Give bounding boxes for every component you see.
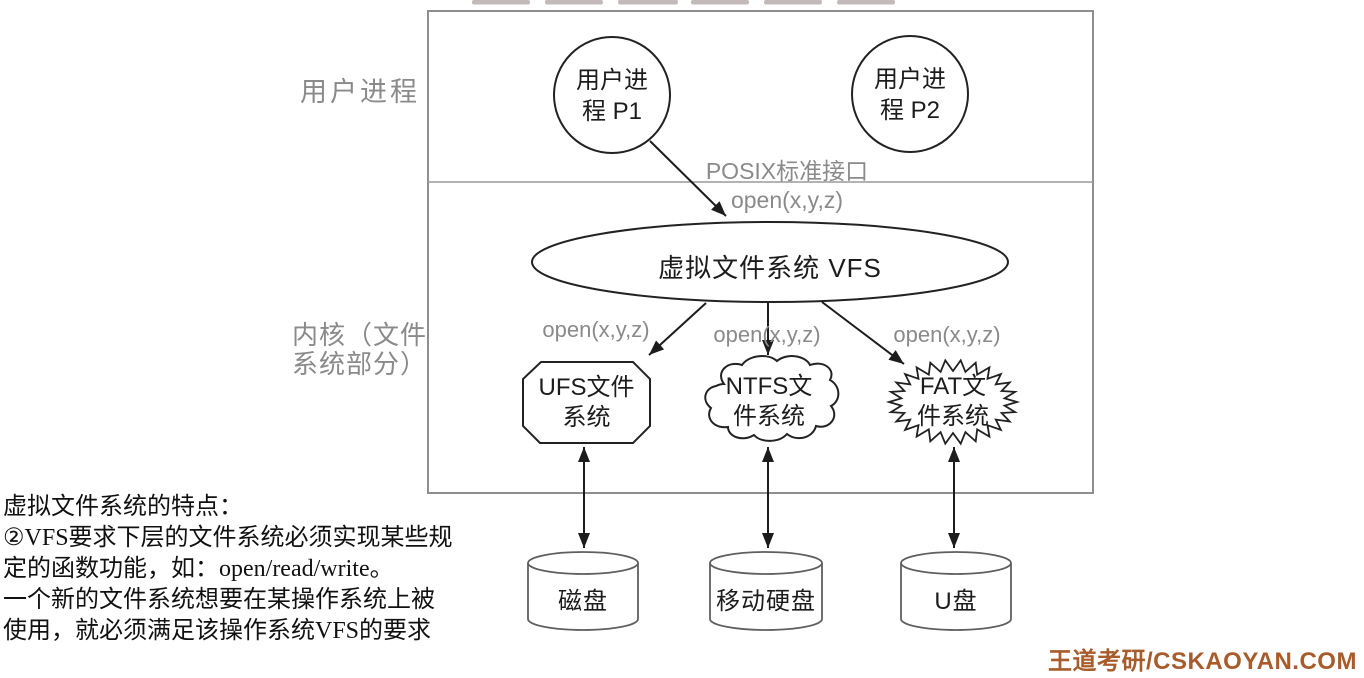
user-layer-label: 用户进程 [300, 77, 420, 107]
ntfs-filesystem-label: NTFS文 件系统 [725, 373, 813, 430]
fat-starburst-shape [885, 358, 1021, 446]
arrow-vfs-to-ufs [648, 302, 707, 356]
open-call-middle-label: open(x,y,z) [713, 322, 821, 347]
watermark-text: 王道考研/CSKAOYAN.COM [1048, 648, 1357, 675]
arrow-p1-to-vfs [649, 140, 727, 217]
kernel-layer-label: 内核（文件 系统部分） [292, 320, 428, 379]
usb-cylinder [900, 551, 1012, 631]
process-p2-circle [851, 35, 969, 153]
posix-interface-label: POSIX标准接口 [705, 158, 869, 184]
open-call-left-label: open(x,y,z) [542, 317, 650, 342]
ufs-filesystem-label: UFS文件 系统 [538, 374, 635, 431]
process-p2-label: 用户进 程 P2 [874, 66, 946, 124]
open-call-top-label: open(x,y,z) [730, 187, 844, 213]
ufs-octagon-shape [522, 361, 651, 444]
fat-filesystem-label: FAT文 件系统 [917, 373, 989, 430]
top-cropped-fragments [472, 0, 895, 5]
open-call-right-label: open(x,y,z) [893, 322, 1001, 347]
process-p1-circle [553, 36, 671, 154]
process-p1-label: 用户进 程 P1 [576, 67, 648, 125]
vfs-ellipse [531, 221, 1009, 303]
disk-cylinder [527, 551, 639, 631]
arrow-vfs-to-fat [821, 301, 905, 365]
removable-hdd-cylinder [709, 551, 823, 631]
system-frame [427, 10, 1094, 494]
ntfs-cloud-shape [704, 355, 840, 442]
vfs-label: 虚拟文件系统 VFS [658, 253, 882, 283]
removable-hdd-label: 移动硬盘 [716, 588, 816, 615]
disk-label: 磁盘 [558, 588, 608, 615]
vfs-notes-text: 虚拟文件系统的特点： ②VFS要求下层的文件系统必须实现某些规 定的函数功能，如… [3, 494, 453, 644]
usb-drive-label: U盘 [934, 588, 978, 615]
